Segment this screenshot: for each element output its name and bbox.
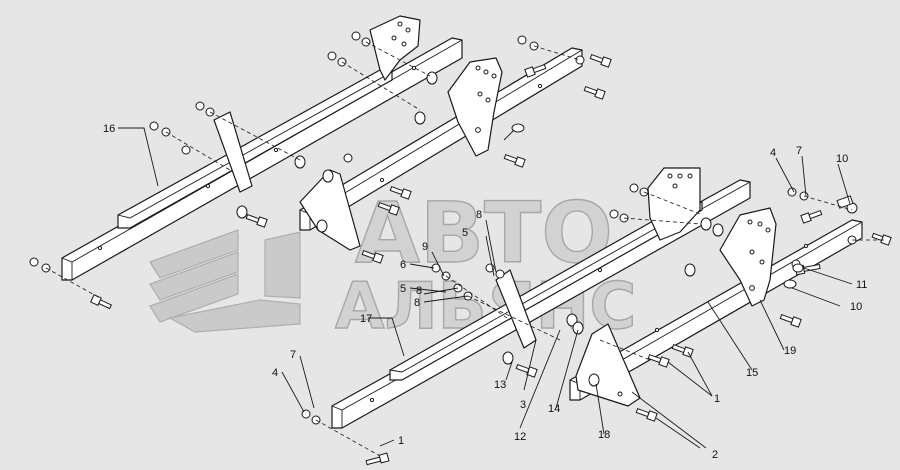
callout-1-lower: 1	[398, 435, 404, 447]
callout-18: 18	[598, 429, 610, 441]
callout-12: 12	[514, 431, 526, 443]
callout-labels-repeated: 1 4 7 5 8 8 10	[416, 145, 862, 405]
callout-2: 2	[712, 449, 718, 461]
callout-8-left: 8	[416, 285, 422, 297]
callout-13: 13	[494, 379, 506, 391]
callout-17: 17	[360, 313, 372, 325]
nuts-and-washers	[29, 31, 858, 425]
callout-15: 15	[746, 367, 758, 379]
callout-7-lower: 7	[290, 349, 296, 361]
callout-10-bottom: 10	[850, 301, 862, 313]
watermark-line1: АВТО	[355, 184, 613, 282]
watermark-logo	[149, 229, 301, 333]
upper-frame-rail	[61, 37, 463, 281]
callout-7-top: 7	[796, 145, 802, 157]
callout-8-lower: 8	[414, 297, 420, 309]
callout-3: 3	[520, 399, 526, 411]
pins-and-clips	[503, 123, 854, 289]
spacers	[236, 71, 724, 387]
callout-8-mid: 8	[476, 209, 482, 221]
bolts	[90, 54, 892, 466]
callout-5-mid: 5	[462, 227, 468, 239]
callout-4-lower: 4	[272, 367, 278, 379]
callout-9: 9	[422, 241, 428, 253]
callout-1-right: 1	[714, 393, 720, 405]
upper-side-plate-left	[369, 15, 421, 81]
callout-19: 19	[784, 345, 796, 357]
callout-leaders	[118, 127, 853, 449]
lower-frame-rail	[331, 179, 751, 429]
callout-5-left: 5	[400, 283, 406, 295]
callout-14: 14	[548, 403, 560, 415]
upper-side-plate-right	[447, 57, 503, 157]
upper-bracket	[213, 111, 361, 251]
callout-4-top: 4	[770, 147, 776, 159]
callout-10-top: 10	[836, 153, 848, 165]
assembly-lines	[45, 41, 884, 457]
lower-side-plate-left	[647, 167, 701, 241]
lower-side-plate-right	[719, 207, 777, 307]
callout-6: 6	[400, 259, 406, 271]
callout-labels: 16 17 1 2 3 4 5 6 7 8 9 10 11 12 13 14 1…	[103, 123, 867, 461]
callout-11: 11	[856, 279, 867, 291]
callout-16: 16	[103, 123, 115, 135]
